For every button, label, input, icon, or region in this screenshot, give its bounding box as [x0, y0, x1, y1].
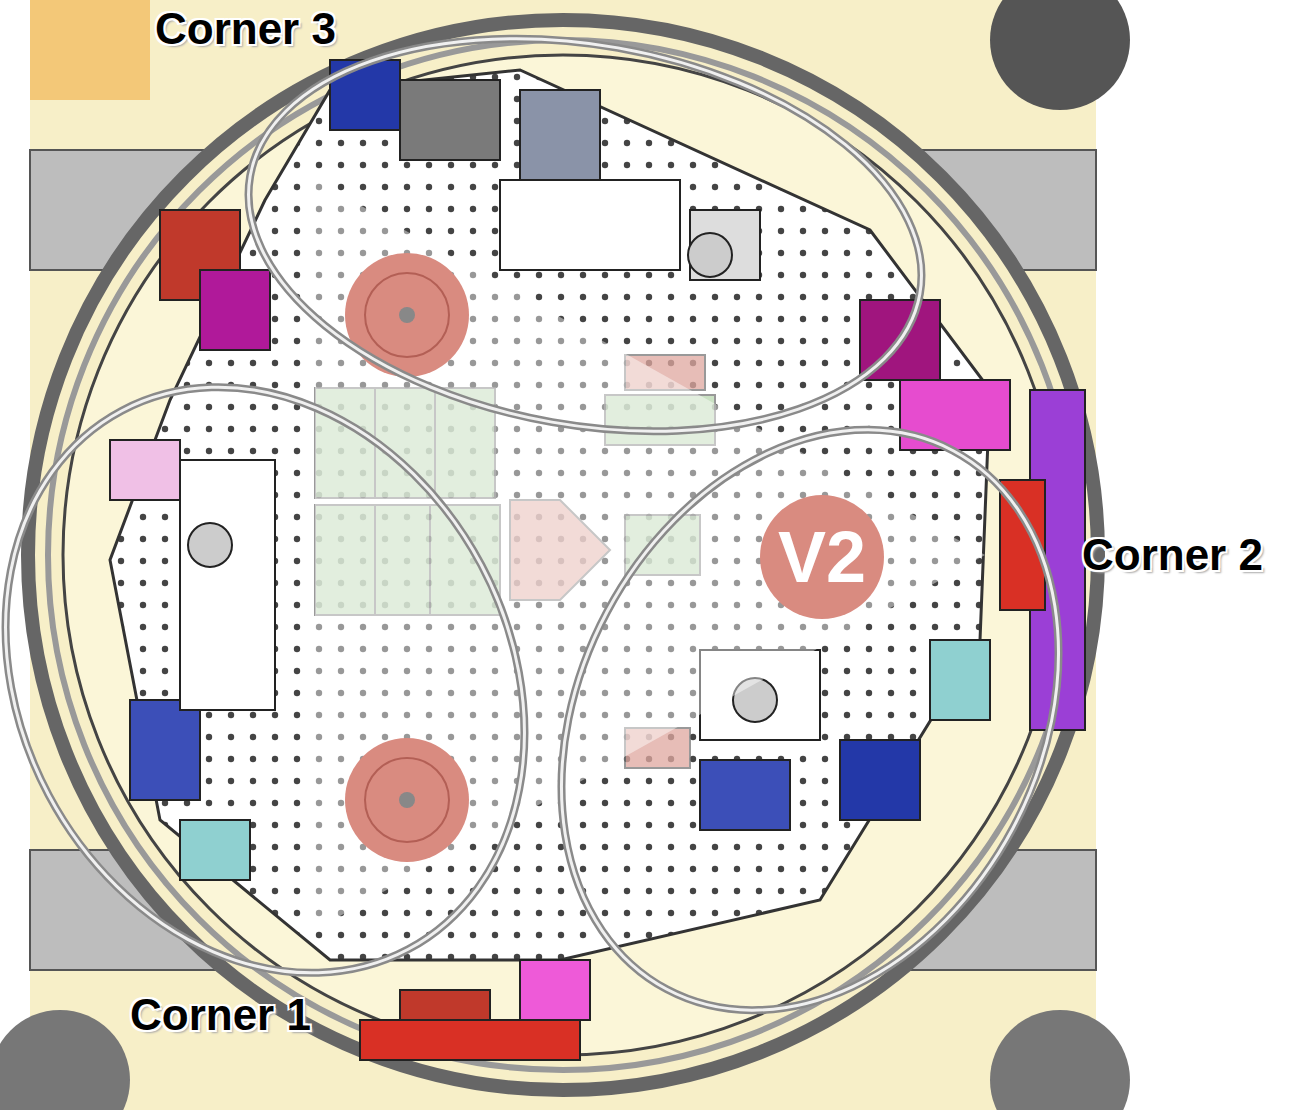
corner-label: Corner 1 — [130, 990, 311, 1040]
chamber-ring — [63, 55, 1063, 1055]
corner-fill — [30, 0, 150, 100]
pointer-triangle — [315, 180, 985, 930]
isolator-discs — [345, 253, 884, 862]
corner-fixture — [990, 0, 1130, 110]
view-label: V2 — [778, 516, 866, 598]
corner-label: Corner 3 — [155, 4, 336, 54]
chamber-ring — [48, 40, 1078, 1070]
group-ellipses — [0, 0, 1156, 1097]
optical-table — [110, 70, 990, 960]
corner-fixture — [990, 1010, 1130, 1110]
corner-fixture — [0, 1010, 130, 1110]
components — [110, 60, 1085, 1060]
corner-label: Corner 2 — [1082, 530, 1263, 580]
